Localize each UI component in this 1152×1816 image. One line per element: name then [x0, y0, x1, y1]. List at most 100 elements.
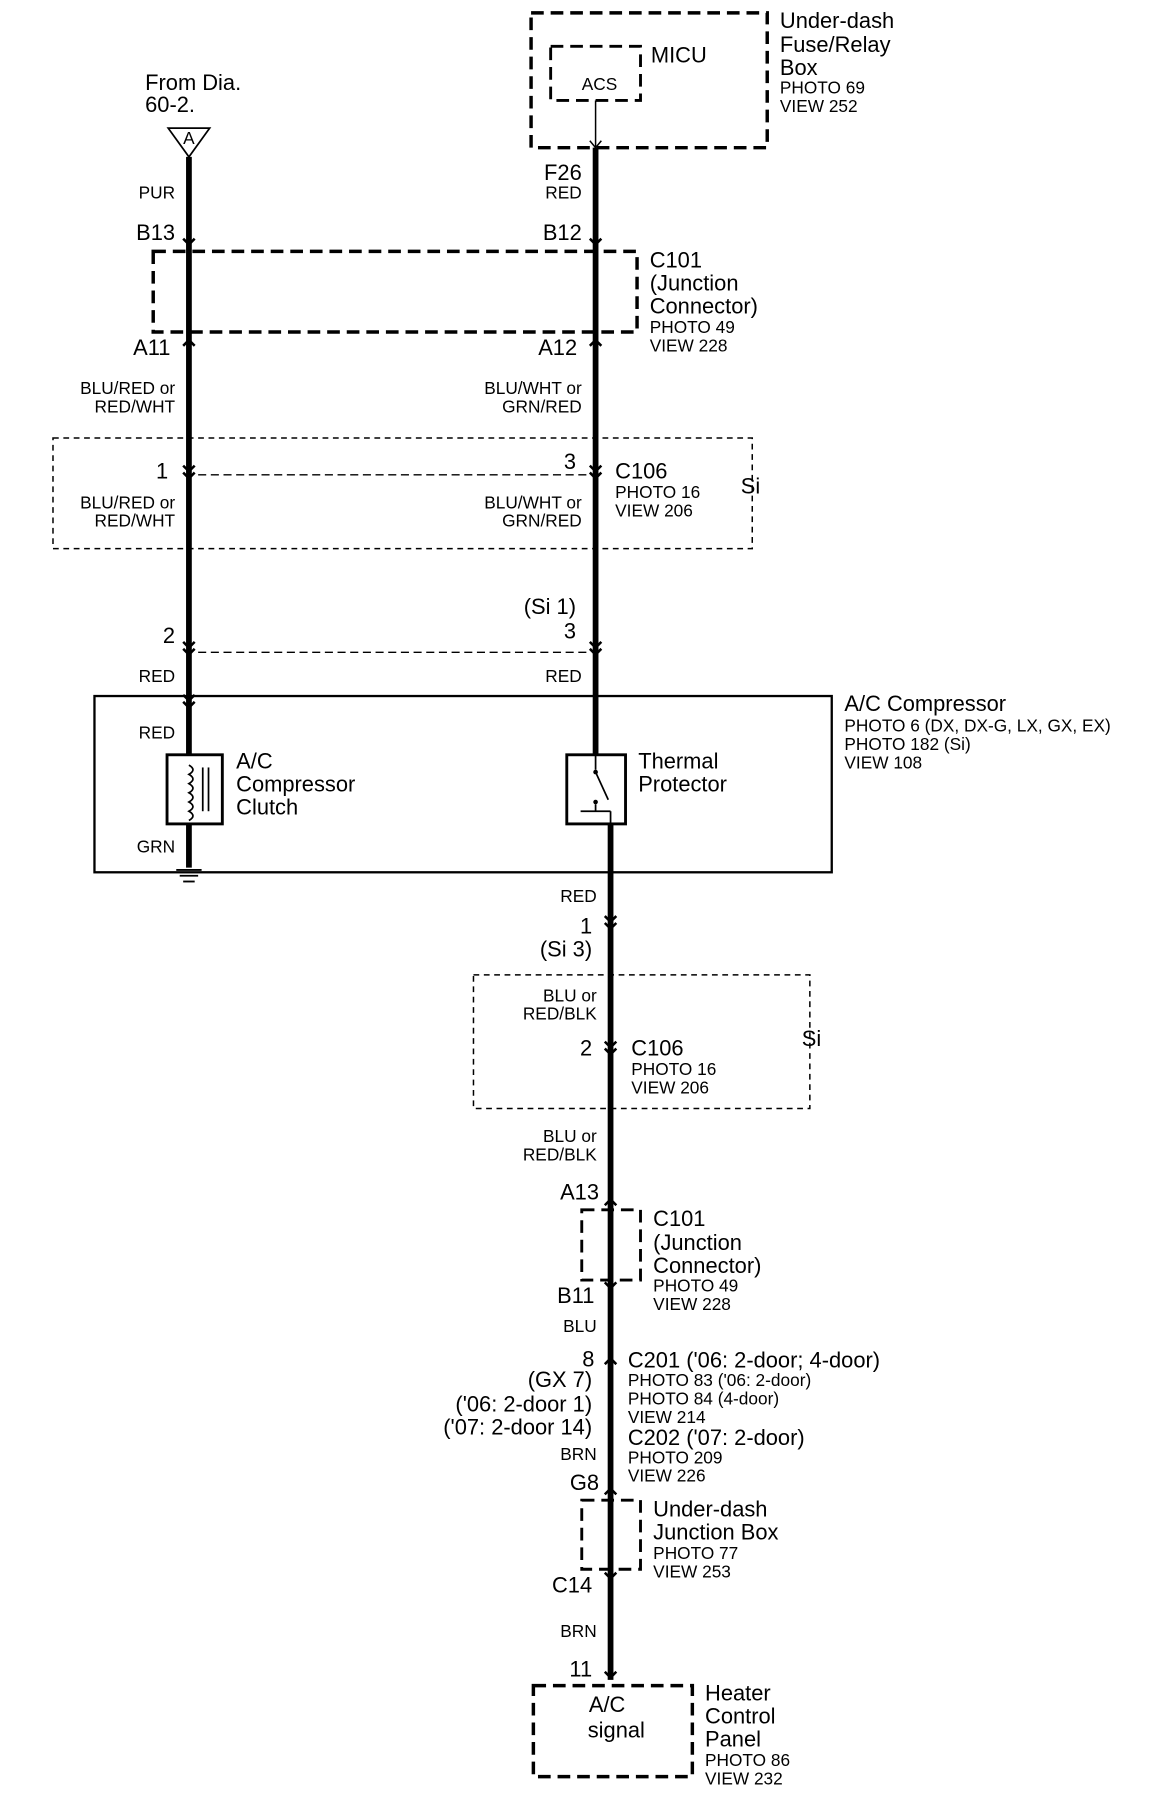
c201-photo-1: PHOTO 83 ('06: 2-door): [628, 1370, 811, 1390]
c106-bottom-si-label: Si: [802, 1026, 821, 1051]
thermal-protector-box: [565, 753, 627, 826]
c106-top-connector: C106 PHOTO 16 VIEW 206 Si: [52, 437, 760, 550]
c106-bottom-title: C106: [631, 1035, 683, 1060]
lower-pin-2: 2: [580, 1035, 592, 1060]
junction-box-photo: PHOTO 77: [653, 1543, 738, 1563]
lower-color-blu: BLU: [563, 1316, 597, 1336]
lower-color-red: RED: [560, 886, 596, 906]
heater-title-3: Panel: [705, 1727, 761, 1752]
right-color-mid-2: GRN/RED: [502, 397, 582, 417]
compressor-photo-2: PHOTO 182 (Si): [844, 734, 970, 754]
right-color-below-2: GRN/RED: [502, 511, 582, 531]
acs-label: ACS: [582, 74, 618, 94]
lower-c106-below-2: RED/BLK: [523, 1144, 597, 1164]
heater-control-panel: A/C signal Heater Control Panel PHOTO 86…: [531, 1681, 790, 1789]
micu-label: MICU: [651, 42, 707, 67]
right-pin-a12: A12: [538, 335, 577, 360]
left-color-mid-2: RED/WHT: [95, 397, 176, 417]
right-pin-f26: F26: [544, 160, 582, 185]
left-pin-1: 1: [156, 458, 168, 483]
clutch-label-3: Clutch: [236, 795, 298, 820]
lower-note-06: ('06: 2-door 1): [455, 1391, 592, 1416]
right-pin-3: 3: [564, 449, 576, 474]
clutch-coil-icon: [187, 764, 210, 822]
heater-panel-outline: [531, 1683, 695, 1779]
c101-bottom-title-2: (Junction: [653, 1230, 742, 1255]
fuse-box-photo: PHOTO 69: [780, 78, 865, 98]
heater-inner-label-1: A/C: [589, 1692, 625, 1717]
right-circuit: F26 RED B12 A12 BLU/WHT or GRN/RED 3 BLU…: [484, 147, 603, 755]
lower-pin-1: 1: [580, 913, 592, 938]
left-pin-2: 2: [163, 623, 175, 648]
c106-bottom-photo: PHOTO 16: [631, 1059, 716, 1079]
ac-compressor: A/C Compressor PHOTO 6 (DX, DX-G, LX, GX…: [93, 691, 1111, 874]
ground-icon: [176, 869, 202, 883]
lower-note-07: ('07: 2-door 14): [443, 1414, 592, 1439]
c101-top-connector: C101 (Junction Connector) PHOTO 49 VIEW …: [151, 247, 758, 356]
lower-note-gx: (GX 7): [528, 1367, 592, 1392]
left-color-red-2: RED: [139, 723, 175, 743]
heater-photo: PHOTO 86: [705, 1750, 790, 1770]
from-dia-label-1: From Dia.: [145, 70, 241, 95]
fuse-box-title-3: Box: [780, 55, 818, 80]
lower-pin-b11: B11: [557, 1283, 594, 1308]
right-color-red-top: RED: [545, 182, 581, 202]
left-pin-a11: A11: [133, 335, 170, 360]
right-color-below-1: BLU/WHT or: [484, 492, 582, 512]
right-pin-3b: 3: [564, 618, 576, 643]
right-si-note: (Si 1): [524, 594, 576, 619]
left-circuit: PUR B13 A11 BLU/RED or RED/WHT 1 BLU/RED…: [80, 156, 202, 883]
compressor-view: VIEW 108: [844, 753, 922, 773]
c101-bottom-title-1: C101: [653, 1206, 705, 1231]
lower-c106-above-2: RED/BLK: [523, 1004, 597, 1024]
left-color-pur: PUR: [139, 182, 175, 202]
compressor-outline: [93, 694, 833, 874]
c101-top-outline: [151, 249, 639, 334]
left-color-red-1: RED: [139, 666, 175, 686]
connector-a-triangle: [166, 127, 212, 159]
c101-bottom-title-3: Connector): [653, 1253, 761, 1278]
lower-pin-c14: C14: [552, 1572, 592, 1597]
lower-pin-a13: A13: [560, 1179, 599, 1204]
fuse-relay-box: MICU ACS Under-dash Fuse/Relay Box PHOTO…: [529, 8, 894, 150]
c101-top-photo: PHOTO 49: [650, 317, 735, 337]
left-pin-b13: B13: [136, 220, 175, 245]
right-pin-b12: B12: [543, 220, 582, 245]
clutch-box: [165, 753, 224, 826]
junction-box-view: VIEW 253: [653, 1561, 731, 1581]
lower-pin-8: 8: [582, 1346, 594, 1371]
c101-top-title-2: (Junction: [650, 271, 739, 296]
right-color-mid-1: BLU/WHT or: [484, 378, 582, 398]
right-color-red: RED: [545, 666, 581, 686]
fuse-box-title-2: Fuse/Relay: [780, 32, 891, 57]
lower-pin-g8: G8: [570, 1470, 599, 1495]
lower-si-note: (Si 3): [540, 936, 592, 961]
left-color-below-2: RED/WHT: [95, 511, 176, 531]
junction-box-title-1: Under-dash: [653, 1496, 767, 1521]
c106-top-title: C106: [615, 458, 667, 483]
left-color-below-1: BLU/RED or: [80, 492, 175, 512]
c106-bottom-view: VIEW 206: [631, 1077, 709, 1097]
lower-c106-below-1: BLU or: [543, 1126, 597, 1146]
c106-bottom-connector: C106 PHOTO 16 VIEW 206 Si: [472, 974, 821, 1110]
clutch-label-1: A/C: [236, 749, 272, 774]
thermal-label-2: Protector: [638, 772, 727, 797]
c106-top-view: VIEW 206: [615, 500, 693, 520]
c202-title: C202 ('07: 2-door): [628, 1425, 805, 1450]
junction-box-title-2: Junction Box: [653, 1519, 778, 1544]
c201-photo-2: PHOTO 84 (4-door): [628, 1389, 779, 1409]
heater-title-2: Control: [705, 1704, 776, 1729]
c106-top-si-label: Si: [741, 473, 760, 498]
lower-color-brn-1: BRN: [560, 1444, 596, 1464]
compressor-title: A/C Compressor: [844, 691, 1006, 716]
c101-bottom-photo: PHOTO 49: [653, 1276, 738, 1296]
lower-circuit: RED 1 (Si 3) BLU or RED/BLK 2 BLU or RED…: [443, 823, 618, 1681]
from-dia-label-2: 60-2.: [145, 92, 195, 117]
left-color-grn: GRN: [137, 837, 175, 857]
clutch-label-2: Compressor: [236, 772, 355, 797]
under-dash-junction-box: Under-dash Junction Box PHOTO 77 VIEW 25…: [580, 1496, 778, 1581]
connector-a-letter: A: [183, 128, 195, 148]
lower-pin-11: 11: [569, 1656, 592, 1681]
c202-view: VIEW 226: [628, 1466, 706, 1486]
c202-photo: PHOTO 209: [628, 1447, 723, 1467]
